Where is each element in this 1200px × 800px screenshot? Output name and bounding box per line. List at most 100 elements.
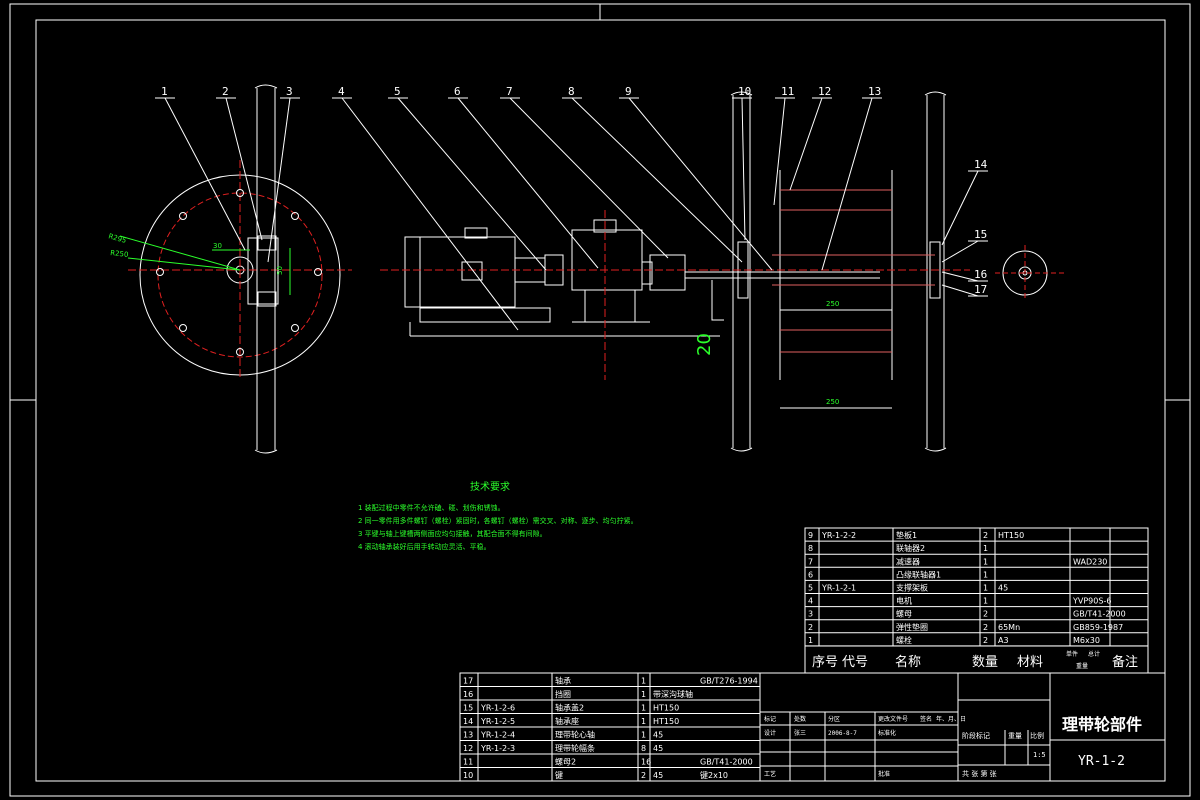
row-label-date: 年、月、日 — [936, 715, 966, 723]
drawing-title: 理带轮部件 — [1062, 715, 1142, 734]
upper-row-9-code: YR-1-2-2 — [821, 531, 856, 540]
upper-row-4-qty: 1 — [983, 597, 988, 606]
row-label-zone: 分区 — [828, 715, 840, 723]
dim-50: 50 — [276, 266, 284, 275]
balloon-10: 10 — [738, 85, 751, 98]
balloon-3: 3 — [286, 85, 293, 98]
upper-row-4-note: YVP90S-6 — [1072, 597, 1111, 606]
lower-row-12-no: 12 — [463, 744, 473, 753]
header-weight: 重量 — [1076, 662, 1088, 670]
upper-row-8-name: 联轴器2 — [896, 543, 925, 553]
balloon-7: 7 — [506, 85, 513, 98]
balloon-17: 17 — [974, 283, 987, 296]
lower-row-14-qty: 1 — [641, 717, 646, 726]
lower-row-10-note: 键2x10 — [700, 770, 728, 780]
approve-label: 批准 — [878, 770, 890, 778]
header-code: 代号 — [842, 655, 868, 670]
balloon-12: 12 — [818, 85, 831, 98]
upper-row-9-name: 垫板1 — [896, 530, 917, 540]
lower-row-15-material: HT150 — [653, 704, 679, 713]
lower-row-15-name: 轴承盖2 — [555, 703, 584, 713]
upper-row-4-name: 电机 — [896, 596, 912, 606]
lower-row-10-qty: 2 — [641, 771, 646, 780]
balloon-9: 9 — [625, 85, 632, 98]
balloon-1: 1 — [161, 85, 168, 98]
end-flange-view — [995, 245, 1065, 300]
lower-row-11-no: 11 — [463, 758, 473, 767]
lower-row-14-code: YR-1-2-5 — [480, 717, 515, 726]
balloon-8: 8 — [568, 85, 575, 98]
tech-req-2: 2 同一零件用多件螺钉（螺栓）紧固时，各螺钉（螺栓）需交叉、对称、逐步、均匀拧紧… — [358, 516, 638, 525]
leader-lines — [155, 97, 988, 331]
upper-row-5-qty: 1 — [983, 584, 988, 593]
upper-row-7-note: WAD230 — [1073, 557, 1107, 566]
lower-row-10-material: 45 — [653, 771, 663, 780]
lower-row-15-no: 15 — [463, 704, 473, 713]
lower-row-14-no: 14 — [463, 717, 473, 726]
upper-row-4-no: 4 — [808, 597, 813, 606]
drive-assembly — [404, 219, 880, 337]
balloon-13: 13 — [868, 85, 881, 98]
upper-row-2-no: 2 — [808, 623, 813, 632]
upper-row-1-name: 螺栓 — [896, 635, 912, 645]
lower-row-13-code: YR-1-2-4 — [480, 731, 515, 740]
upper-row-2-note: GB859-1987 — [1073, 623, 1123, 632]
lower-row-15-code: YR-1-2-6 — [480, 704, 515, 713]
lower-row-16-material: 带深沟球轴 — [653, 689, 693, 699]
upper-row-8-qty: 1 — [983, 544, 988, 553]
tech-req-4: 4 滚动轴承装好后用手转动应灵活、平稳。 — [358, 542, 491, 551]
sheet-label: 共 张 第 张 — [962, 769, 997, 778]
row-label-sign: 签名 — [920, 715, 932, 723]
ratio-label: 比例 — [1030, 731, 1044, 740]
lower-row-16-qty: 1 — [641, 690, 646, 699]
row-label-mark: 标记 — [764, 715, 776, 723]
header-material: 材料 — [1017, 655, 1043, 670]
upper-row-6-no: 6 — [808, 570, 813, 579]
upper-row-1-material: A3 — [998, 636, 1009, 645]
lower-row-10-name: 键 — [555, 770, 563, 780]
balloon-5: 5 — [394, 85, 401, 98]
design-name: 张三 — [794, 729, 806, 737]
row-label-file: 更改文件号 — [878, 715, 908, 723]
drawing-code: YR-1-2 — [1078, 754, 1125, 769]
balloon-2: 2 — [222, 85, 229, 98]
design-label: 设计 — [764, 729, 776, 737]
upper-row-3-no: 3 — [808, 610, 813, 619]
header-no: 序号 — [812, 655, 838, 670]
upper-row-1-qty: 2 — [983, 636, 988, 645]
balloon-16: 16 — [974, 268, 987, 281]
tech-req-1: 1 装配过程中零件不允许磕、碰、划伤和锈蚀。 — [358, 503, 505, 512]
scale-value: 1:5 — [1033, 751, 1046, 759]
lower-row-11-qty: 16 — [641, 758, 651, 767]
balloon-15: 15 — [974, 228, 987, 241]
lower-row-15-qty: 1 — [641, 704, 646, 713]
upper-row-5-code: YR-1-2-1 — [821, 584, 856, 593]
belt-reel — [772, 170, 935, 409]
upper-row-3-name: 螺母 — [896, 609, 912, 619]
upper-row-8-no: 8 — [808, 544, 813, 553]
upper-row-7-qty: 1 — [983, 557, 988, 566]
upper-row-7-no: 7 — [808, 557, 813, 566]
balloon-11: 11 — [781, 85, 794, 98]
upper-row-2-name: 弹性垫圈 — [896, 622, 928, 632]
lower-row-17-qty: 1 — [641, 677, 646, 686]
dim-250-top: 250 — [826, 300, 839, 308]
lower-row-10-no: 10 — [463, 771, 473, 780]
lower-row-16-name: 挡圈 — [555, 689, 571, 699]
dim-radius-outer: R295 — [107, 232, 127, 245]
lower-row-13-qty: 1 — [641, 731, 646, 740]
upper-row-9-qty: 2 — [983, 531, 988, 540]
upper-row-7-name: 减速器 — [896, 556, 920, 566]
upper-row-5-material: 45 — [998, 584, 1008, 593]
upper-row-9-material: HT150 — [998, 531, 1024, 540]
stage-label: 阶段标记 — [962, 731, 990, 740]
tech-req-3: 3 平键与轴上键槽两侧面应均匀接触，其配合面不得有间隙。 — [358, 529, 547, 538]
header-note: 备注 — [1112, 654, 1138, 670]
lower-row-13-name: 理带轮心轴 — [555, 730, 595, 740]
balloon-14: 14 — [974, 158, 988, 171]
lower-row-17-no: 17 — [463, 677, 473, 686]
tech-requirements-title: 技术要求 — [470, 480, 510, 493]
dim-20: 20 — [694, 333, 715, 356]
